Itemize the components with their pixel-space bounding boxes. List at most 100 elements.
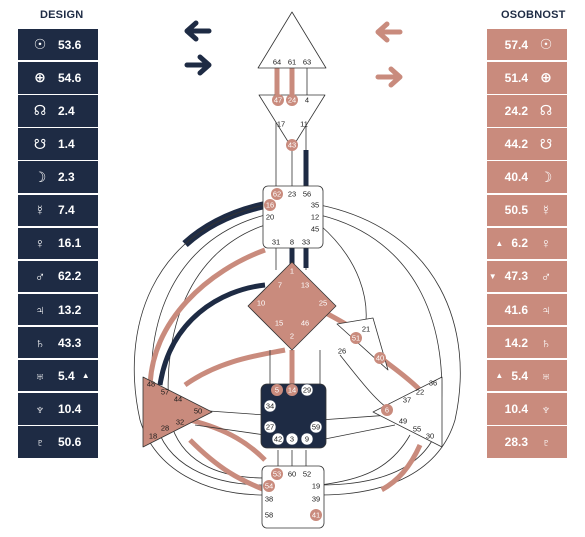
gate-25[interactable]: 25 xyxy=(319,299,327,308)
personality-row[interactable]: 44.2☋ xyxy=(487,128,567,160)
gate-26[interactable]: 26 xyxy=(338,347,346,356)
gate-57[interactable]: 57 xyxy=(161,388,169,397)
gate-48[interactable]: 48 xyxy=(147,380,155,389)
gate-55[interactable]: 55 xyxy=(413,425,421,434)
gate-59[interactable]: 59 xyxy=(309,420,323,434)
gate-39[interactable]: 39 xyxy=(312,495,320,504)
gate-37[interactable]: 37 xyxy=(403,396,411,405)
gate-60[interactable]: 60 xyxy=(288,470,296,479)
design-row[interactable]: ☊2.4 xyxy=(18,95,98,127)
design-row[interactable]: ♃13.2 xyxy=(18,293,98,326)
gate-8[interactable]: 8 xyxy=(290,238,294,247)
design-row[interactable]: ⊕54.6 xyxy=(18,62,98,94)
gate-12[interactable]: 12 xyxy=(311,213,319,222)
gate-13[interactable]: 13 xyxy=(301,281,309,290)
gate-49[interactable]: 49 xyxy=(399,417,407,426)
gate-45[interactable]: 45 xyxy=(311,225,319,234)
gate-27[interactable]: 27 xyxy=(263,420,277,434)
gate-28[interactable]: 28 xyxy=(161,424,169,433)
solar-plexus-center[interactable] xyxy=(372,376,443,448)
design-row[interactable]: ♄43.3 xyxy=(18,326,98,359)
gate-35[interactable]: 35 xyxy=(311,201,319,210)
gate-31[interactable]: 31 xyxy=(272,238,280,247)
gate-44[interactable]: 44 xyxy=(174,395,182,404)
gate-4[interactable]: 4 xyxy=(305,96,309,105)
gate-41[interactable]: 41 xyxy=(310,509,322,521)
personality-row[interactable]: 51.4⊕ xyxy=(487,62,567,94)
gate-61[interactable]: 61 xyxy=(288,58,296,67)
gate-38[interactable]: 38 xyxy=(265,495,273,504)
gate-21[interactable]: 21 xyxy=(362,325,370,334)
personality-row[interactable]: 14.2♄ xyxy=(487,326,567,359)
gate-56[interactable]: 56 xyxy=(303,190,311,199)
throat-center[interactable] xyxy=(262,185,324,249)
gate-58[interactable]: 58 xyxy=(265,511,273,520)
gate-47[interactable]: 47 xyxy=(272,94,284,106)
personality-row[interactable]: 28.3♇ xyxy=(487,426,567,458)
gate-6[interactable]: 6 xyxy=(381,404,393,416)
gate-29[interactable]: 29 xyxy=(300,383,314,397)
gate-2[interactable]: 2 xyxy=(290,332,294,341)
gate-18[interactable]: 18 xyxy=(149,432,157,441)
gate-15[interactable]: 15 xyxy=(275,319,283,328)
gate-10[interactable]: 10 xyxy=(257,299,265,308)
svg-text:27: 27 xyxy=(266,423,274,432)
gate-33[interactable]: 33 xyxy=(302,238,310,247)
design-row[interactable]: ☉53.6 xyxy=(18,29,98,61)
personality-row[interactable]: ▲5.4♅ xyxy=(487,360,567,392)
svg-text:5: 5 xyxy=(275,386,279,395)
gate-7[interactable]: 7 xyxy=(278,281,282,290)
gate-43[interactable]: 43 xyxy=(286,139,298,151)
head-center[interactable] xyxy=(257,11,327,69)
personality-row[interactable]: 24.2☊ xyxy=(487,95,567,127)
gate-30[interactable]: 30 xyxy=(426,432,434,441)
personality-row[interactable]: 57.4☉ xyxy=(487,29,567,61)
gate-53[interactable]: 53 xyxy=(271,468,283,480)
personality-row[interactable]: 50.5☿ xyxy=(487,194,567,226)
gate-14[interactable]: 14 xyxy=(286,384,298,396)
gate-32[interactable]: 32 xyxy=(176,418,184,427)
gate-24[interactable]: 24 xyxy=(286,94,298,106)
gate-3[interactable]: 3 xyxy=(285,432,299,446)
gate-50[interactable]: 50 xyxy=(194,407,202,416)
gate-5[interactable]: 5 xyxy=(271,384,283,396)
gate-42[interactable]: 42 xyxy=(271,432,285,446)
personality-row[interactable]: 40.4☽ xyxy=(487,161,567,193)
design-row[interactable]: ♆10.4 xyxy=(18,393,98,425)
gate-22[interactable]: 22 xyxy=(416,388,424,397)
gate-63[interactable]: 63 xyxy=(303,58,311,67)
root-center[interactable] xyxy=(261,465,325,529)
sacral-center[interactable] xyxy=(260,383,327,449)
design-row[interactable]: ☿7.4 xyxy=(18,194,98,226)
gate-46[interactable]: 46 xyxy=(301,319,309,328)
gate-1[interactable]: 1 xyxy=(290,267,294,276)
gate-54[interactable]: 54 xyxy=(263,480,275,492)
design-row[interactable]: ♅5.4▲ xyxy=(18,360,98,392)
personality-row[interactable]: ▲6.2♀ xyxy=(487,227,567,260)
gate-36[interactable]: 36 xyxy=(429,379,437,388)
gate-51[interactable]: 51 xyxy=(350,332,362,344)
gate-62[interactable]: 62 xyxy=(271,188,283,200)
personality-row[interactable]: ▼47.3♂ xyxy=(487,260,567,293)
gate-20[interactable]: 20 xyxy=(266,213,274,222)
gate-52[interactable]: 52 xyxy=(303,470,311,479)
gate-64[interactable]: 64 xyxy=(273,58,281,67)
gate-40[interactable]: 40 xyxy=(374,352,386,364)
design-row[interactable]: ☋1.4 xyxy=(18,128,98,160)
gate-16[interactable]: 16 xyxy=(264,199,276,211)
gate-11[interactable]: 11 xyxy=(300,120,308,129)
svg-text:8: 8 xyxy=(290,238,294,247)
spleen-center[interactable] xyxy=(142,376,213,448)
design-row[interactable]: ♂62.2 xyxy=(18,260,98,293)
design-row[interactable]: ♇50.6 xyxy=(18,426,98,458)
gate-34[interactable]: 34 xyxy=(263,399,277,413)
gate-19[interactable]: 19 xyxy=(312,482,320,491)
personality-row[interactable]: 41.6♃ xyxy=(487,293,567,326)
gate-17[interactable]: 17 xyxy=(277,120,285,129)
design-row[interactable]: ☽2.3 xyxy=(18,161,98,193)
design-row[interactable]: ♀16.1 xyxy=(18,227,98,260)
gate-9[interactable]: 9 xyxy=(300,432,314,446)
gate-23[interactable]: 23 xyxy=(288,190,296,199)
g-center[interactable] xyxy=(247,261,337,351)
personality-row[interactable]: 10.4♆ xyxy=(487,393,567,425)
